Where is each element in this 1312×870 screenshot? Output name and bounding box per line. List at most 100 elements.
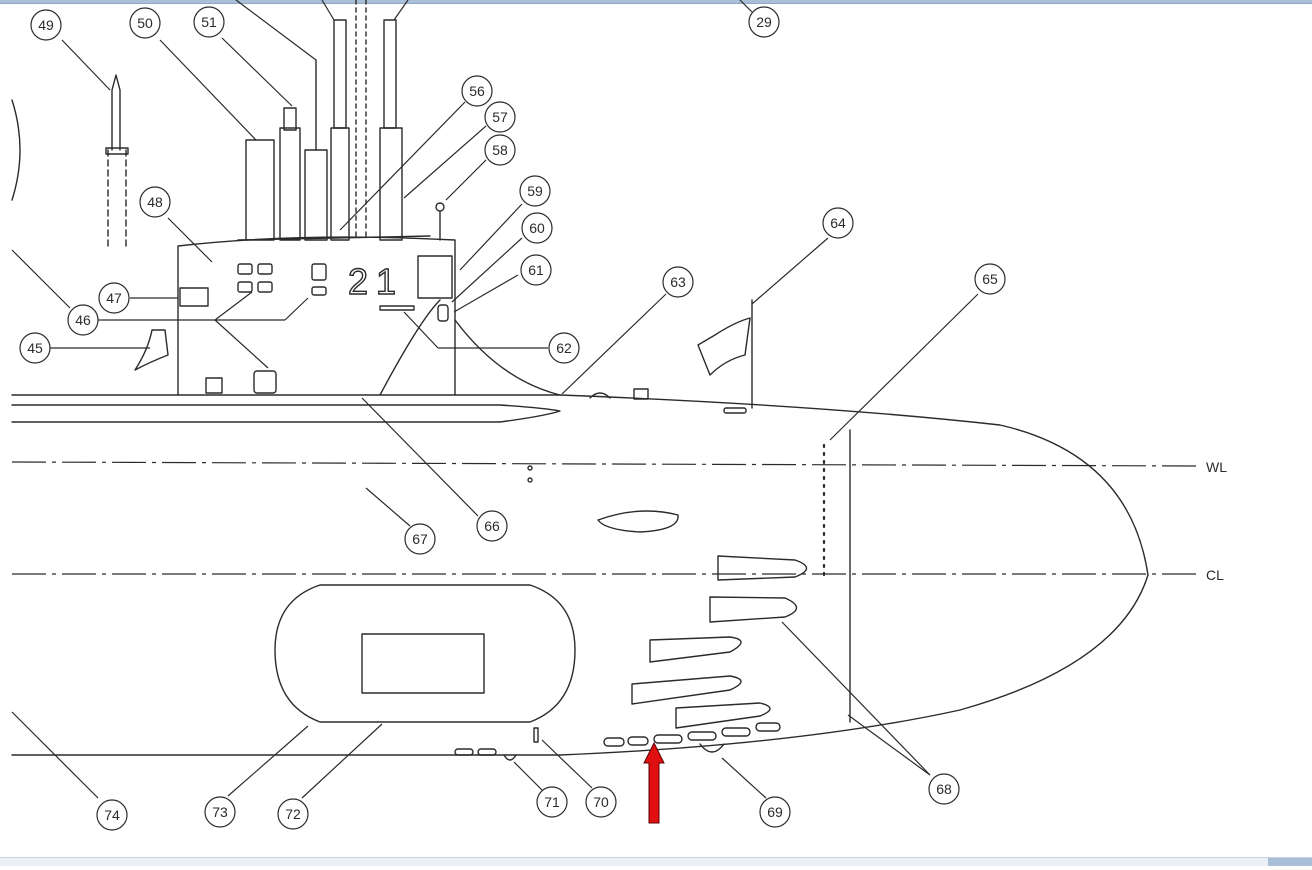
keel-slot-1 bbox=[603, 737, 625, 747]
callout-57-label: 57 bbox=[492, 109, 508, 125]
callout-74-label: 74 bbox=[104, 807, 120, 823]
sail-fairing-line bbox=[454, 319, 561, 396]
hull-fin-3 bbox=[649, 636, 742, 663]
hull-fin-5 bbox=[675, 702, 771, 729]
hull-hatch-72 bbox=[274, 584, 576, 723]
callout-51: 51 bbox=[193, 6, 225, 38]
leader-64 bbox=[751, 237, 829, 305]
callout-73: 73 bbox=[204, 796, 236, 828]
callout-group: 49 50 51 29 56 57 58 59 60 61 48 47 46 4… bbox=[19, 6, 1006, 831]
sail-plate-62 bbox=[379, 305, 415, 311]
keel-slot-3 bbox=[653, 734, 683, 744]
callout-72-label: 72 bbox=[285, 806, 301, 822]
sail-window-b bbox=[257, 263, 273, 275]
leader-56 bbox=[339, 101, 466, 231]
callout-66: 66 bbox=[476, 510, 508, 542]
callout-69: 69 bbox=[759, 796, 791, 828]
mast-52 bbox=[304, 149, 328, 241]
keel-sensor-71 bbox=[503, 754, 517, 761]
leader-48 bbox=[167, 217, 213, 263]
leader-51 bbox=[221, 37, 293, 107]
leader-74 bbox=[11, 711, 99, 799]
leader-62b bbox=[403, 311, 439, 349]
callout-64-label: 64 bbox=[830, 215, 846, 231]
flag-45 bbox=[134, 329, 169, 371]
leader-29 bbox=[739, 0, 753, 13]
leader-59 bbox=[459, 203, 523, 271]
callout-73-label: 73 bbox=[212, 804, 228, 820]
callout-65: 65 bbox=[974, 263, 1006, 295]
callout-57: 57 bbox=[484, 101, 516, 133]
keel-slot-5 bbox=[721, 727, 751, 737]
mast-51 bbox=[279, 127, 301, 241]
waterline bbox=[11, 461, 1201, 467]
callout-62: 62 bbox=[548, 332, 580, 364]
leader-top-c bbox=[393, 0, 409, 21]
callout-58-label: 58 bbox=[492, 142, 508, 158]
leader-46e bbox=[284, 297, 309, 321]
callout-47: 47 bbox=[98, 282, 130, 314]
mast-49-tip bbox=[111, 74, 121, 151]
callout-46: 46 bbox=[67, 304, 99, 336]
leader-57 bbox=[403, 125, 487, 199]
leader-49 bbox=[61, 39, 111, 91]
leader-top-a bbox=[235, 0, 317, 61]
callout-60: 60 bbox=[521, 212, 553, 244]
hull-fin-4 bbox=[631, 675, 742, 705]
callout-47-label: 47 bbox=[106, 290, 122, 306]
callout-70-label: 70 bbox=[593, 794, 609, 810]
leader-68 bbox=[781, 621, 931, 776]
sail-window-e bbox=[311, 263, 327, 281]
leader-73 bbox=[227, 725, 309, 797]
hull-hatch-inner bbox=[361, 633, 485, 694]
leader-58 bbox=[445, 159, 487, 201]
antenna-58-tip bbox=[435, 202, 445, 212]
callout-49: 49 bbox=[30, 9, 62, 41]
callout-66-label: 66 bbox=[484, 518, 500, 534]
leader-71 bbox=[513, 761, 543, 791]
deck-marker-67 bbox=[527, 465, 533, 471]
callout-65-label: 65 bbox=[982, 271, 998, 287]
callout-70: 70 bbox=[585, 786, 617, 818]
callout-56: 56 bbox=[461, 75, 493, 107]
callout-62-label: 62 bbox=[556, 340, 572, 356]
keel-slot-b bbox=[477, 748, 497, 756]
leader-70 bbox=[541, 739, 593, 789]
sail-cable-66 bbox=[379, 299, 441, 396]
hull-fin-1 bbox=[717, 555, 808, 581]
keel-slot-2 bbox=[627, 736, 649, 746]
callout-74: 74 bbox=[96, 799, 128, 831]
callout-50-label: 50 bbox=[137, 15, 153, 31]
leader-46c bbox=[214, 319, 269, 369]
deck-plate-64 bbox=[723, 407, 747, 414]
hull-deck-line bbox=[11, 394, 1149, 576]
deck-box-a bbox=[633, 388, 649, 400]
leader-66 bbox=[361, 397, 479, 517]
leader-65 bbox=[829, 293, 979, 441]
mast-49-base bbox=[105, 147, 129, 155]
callout-71: 71 bbox=[536, 786, 568, 818]
callout-48-label: 48 bbox=[147, 194, 163, 210]
mast-55-upper bbox=[383, 19, 397, 129]
sail-panel-59 bbox=[417, 255, 453, 299]
callout-63: 63 bbox=[662, 266, 694, 298]
mast-50 bbox=[245, 139, 275, 241]
callout-46-label: 46 bbox=[75, 312, 91, 328]
leader-60 bbox=[451, 237, 523, 303]
callout-69-label: 69 bbox=[767, 804, 783, 820]
callout-68: 68 bbox=[928, 773, 960, 805]
callout-56-label: 56 bbox=[469, 83, 485, 99]
callout-45: 45 bbox=[19, 332, 51, 364]
leader-68b bbox=[847, 714, 931, 776]
callout-63-label: 63 bbox=[670, 274, 686, 290]
callout-67: 67 bbox=[404, 523, 436, 555]
callout-45-label: 45 bbox=[27, 340, 43, 356]
sail-hatch bbox=[253, 370, 277, 394]
leader-46b bbox=[214, 291, 253, 321]
callout-51-label: 51 bbox=[201, 14, 217, 30]
leader-63 bbox=[561, 293, 667, 395]
callout-67-label: 67 bbox=[412, 531, 428, 547]
scroll-handle[interactable] bbox=[1268, 858, 1312, 866]
leader-46-left bbox=[11, 249, 71, 309]
mast-55 bbox=[379, 127, 403, 241]
